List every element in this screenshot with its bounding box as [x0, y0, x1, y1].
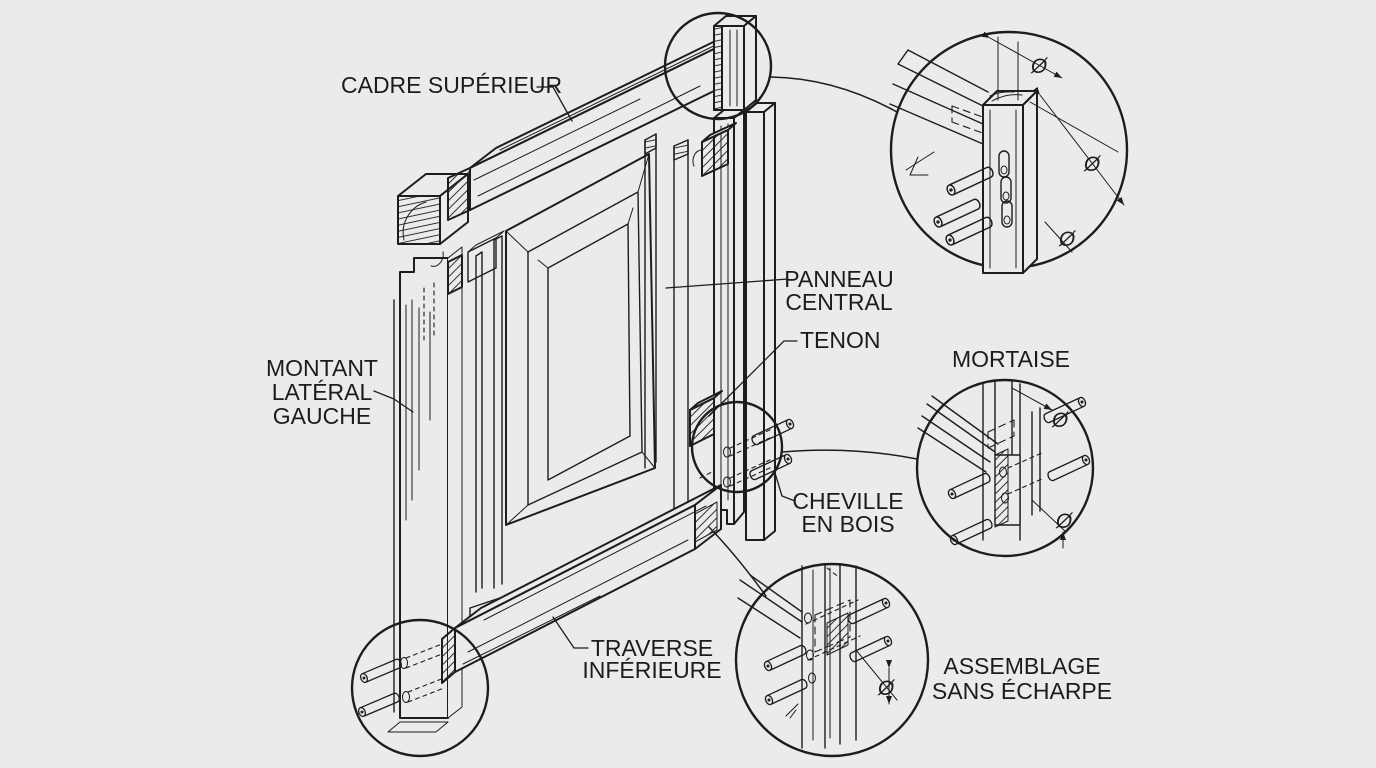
dimension-marks: Ø Ø: [1011, 387, 1074, 549]
label-cheville-line2: EN BOIS: [801, 511, 894, 537]
diameter-symbol: Ø: [877, 677, 896, 700]
label-cheville-en-bois: CHEVILLE EN BOIS: [774, 472, 904, 537]
center-panel: [505, 153, 656, 526]
diameter-symbol: Ø: [1058, 228, 1077, 251]
magnified-post: [982, 90, 1038, 274]
label-montant-line3: GAUCHE: [273, 403, 371, 429]
label-mortaise: MORTAISE: [952, 346, 1070, 372]
label-traverse-line2: INFÉRIEURE: [582, 657, 721, 683]
detail-circle-top-corner: [663, 11, 773, 121]
label-montant-line2: LATÉRAL: [272, 379, 373, 405]
label-panneau-line2: CENTRAL: [785, 289, 893, 315]
panel-groove-strips: [447, 230, 505, 593]
label-traverse-line1: TRAVERSE: [591, 635, 713, 661]
label-panneau-line1: PANNEAU: [784, 266, 894, 292]
label-assemblage-line2: SANS ÉCHARPE: [932, 678, 1112, 704]
label-assemblage-line1: ASSEMBLAGE: [943, 653, 1100, 679]
leader-panneau: [665, 278, 789, 289]
diameter-symbol: Ø: [1083, 153, 1102, 176]
leader-cheville: [774, 472, 796, 502]
label-traverse-inferieure: TRAVERSE INFÉRIEURE: [552, 616, 722, 683]
leader-cadre-superieur: [536, 86, 573, 122]
label-tenon: TENON: [708, 327, 881, 417]
label-panneau-central: PANNEAU CENTRAL: [665, 266, 894, 315]
left-stile-beam: [387, 246, 463, 733]
callout-connectors: [708, 76, 918, 597]
detail-circle-stile-dowels: [350, 618, 490, 758]
label-cadre-superieur-text: CADRE SUPÉRIEUR: [341, 72, 562, 98]
top-rail-beam: [447, 27, 743, 221]
detail-circle-bottom-assembly: Ø: [734, 562, 930, 758]
diameter-symbol: Ø: [1055, 510, 1074, 533]
label-mortaise-text: MORTAISE: [952, 346, 1070, 372]
leader-tenon: [708, 340, 798, 417]
magnified-rail: [889, 49, 1003, 145]
label-montant-line1: MONTANT: [266, 355, 378, 381]
label-cheville-line1: CHEVILLE: [792, 488, 903, 514]
dimension-marks: Ø Ø Ø: [905, 31, 1125, 253]
leader-traverse: [552, 616, 589, 649]
leader-montant: [373, 390, 414, 413]
label-tenon-text: TENON: [800, 327, 881, 353]
diameter-symbol: Ø: [1030, 55, 1049, 78]
tenon-block-top: [692, 122, 737, 177]
detail-circle-dowel-joint: Ø Ø Ø: [889, 30, 1129, 274]
right-stile-beams: [644, 102, 776, 541]
dimension-marks: Ø: [785, 649, 898, 719]
label-montant-lateral-gauche: MONTANT LATÉRAL GAUCHE: [266, 355, 414, 429]
detail-circle-tenon-dowels: [689, 390, 796, 494]
detail-circle-mortise: Ø Ø: [915, 378, 1095, 558]
label-cadre-superieur: CADRE SUPÉRIEUR: [341, 72, 573, 122]
diameter-symbol: Ø: [1051, 409, 1070, 432]
label-assemblage-sans-echarpe: ASSEMBLAGE SANS ÉCHARPE: [932, 653, 1112, 704]
